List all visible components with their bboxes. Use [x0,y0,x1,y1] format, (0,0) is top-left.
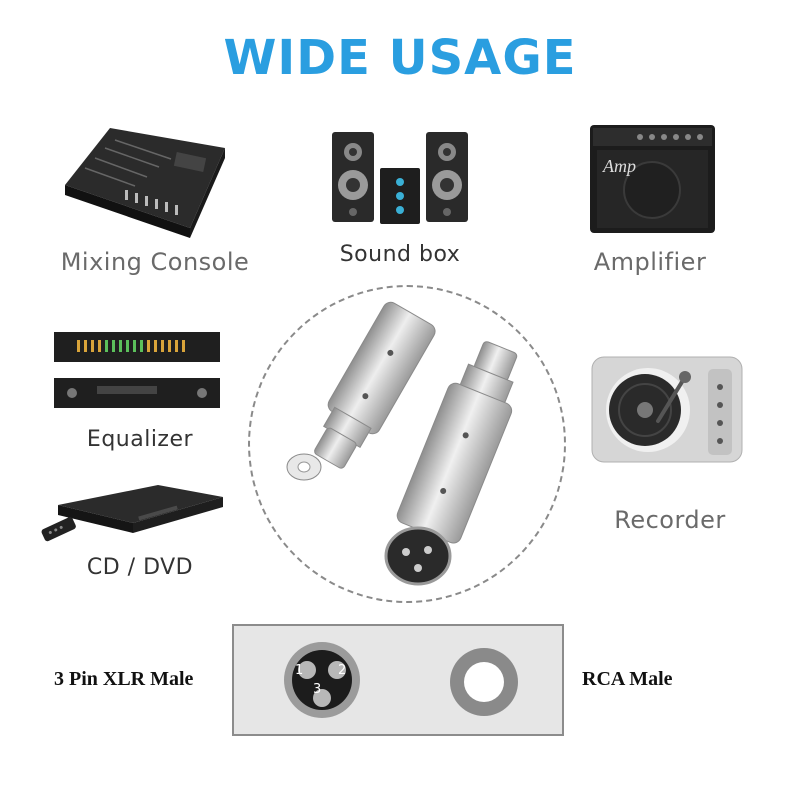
amp-logo: Amp [602,156,636,176]
amplifier-image: Amp [585,120,720,238]
xlr-label: 3 Pin XLR Male [54,668,194,690]
xlr-pin-diagram: 1 2 3 [282,636,362,722]
pin-label-3: 3 [313,682,321,697]
cd-dvd-player-image [38,475,228,550]
recorder-label: Recorder [614,506,726,534]
mixing-console-image [55,120,230,240]
mixing-console-label: Mixing Console [60,248,250,276]
sound-box-image [330,130,470,230]
amplifier-label: Amplifier [593,248,707,276]
rca-label: RCA Male [582,668,673,690]
product-frame [248,285,566,603]
pin-label-1: 1 [295,663,303,678]
adapter-image-right [360,330,560,595]
equalizer-label: Equalizer [86,427,194,452]
adapter-image-left [262,300,462,495]
pin-label-2: 2 [338,663,346,678]
sound-box-label: Sound box [339,242,461,267]
page-title: WIDE USAGE [223,30,577,86]
cd-dvd-label: CD / DVD [86,555,194,580]
recorder-image [590,355,745,465]
rca-pin-diagram [448,646,520,718]
equalizer-image [52,330,222,410]
